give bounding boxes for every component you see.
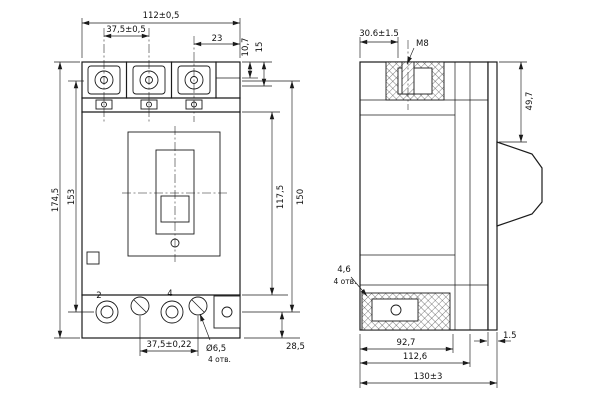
front-panel-handle	[127, 131, 221, 257]
dim-hole-count: 4 отв.	[208, 355, 231, 364]
side-body	[359, 61, 543, 331]
front-dimensions: 112±0,5 37,5±0,5 23 10,7 15 174,5	[51, 11, 306, 364]
side-view: 30.6±1.5 M8 49,7 4,6 4 отв. 1.5	[334, 29, 543, 388]
dim-hole-dia: Ø6,5	[206, 343, 226, 354]
dim-1-5: 1.5	[503, 331, 517, 341]
side-top-terminal	[385, 40, 445, 110]
dim-overall-height: 174,5	[51, 188, 61, 212]
front-centerlines	[103, 28, 228, 262]
side-dimensions: 30.6±1.5 M8 49,7 4,6 4 отв. 1.5	[334, 29, 535, 388]
dim-overall-width: 112±0,5	[143, 11, 180, 21]
front-bottom-terminals: 2 4	[95, 289, 241, 329]
dim-pitch-bottom: 37,5±0,22	[147, 340, 192, 350]
dim-153: 153	[67, 189, 77, 205]
side-handle	[496, 141, 543, 227]
test-button	[86, 251, 100, 265]
dim-117-5: 117,5	[276, 185, 286, 209]
dim-112-6: 112,6	[403, 352, 427, 362]
dim-28-5: 28,5	[286, 342, 305, 352]
dim-4-6-count: 4 отв.	[334, 277, 357, 286]
pole-2-label: 2	[96, 291, 101, 301]
side-bottom-terminal	[361, 292, 451, 331]
dim-92-7: 92,7	[397, 338, 416, 348]
dim-150: 150	[296, 189, 306, 205]
dim-pole-pitch-top: 37,5±0,5	[106, 25, 146, 35]
dim-10-7: 10,7	[241, 38, 251, 57]
dim-15: 15	[255, 42, 265, 53]
dim-overall-depth: 130±3	[414, 372, 443, 382]
front-view: 2 4 112±0,5 37,5±0,5 23 10,7 15	[51, 11, 306, 364]
mounting-plate	[487, 61, 498, 331]
pole-4-label: 4	[167, 289, 172, 299]
dim-30-6: 30.6±1.5	[359, 29, 399, 39]
dim-4-6: 4,6	[337, 265, 351, 275]
dim-23: 23	[212, 34, 223, 44]
side-body-outline	[359, 61, 489, 331]
thread-label: M8	[416, 39, 429, 49]
dim-49-7: 49,7	[525, 92, 535, 111]
